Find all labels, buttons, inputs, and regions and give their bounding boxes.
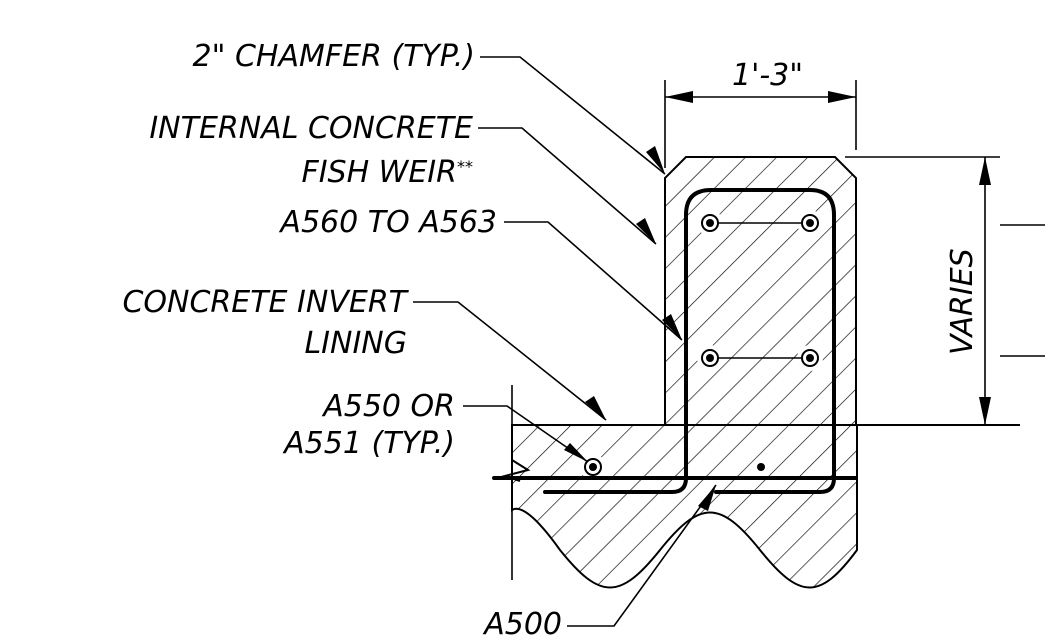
leader-lines [413, 56, 717, 627]
leader-arrowheads [564, 146, 716, 511]
rebar-stirrup [684, 188, 836, 494]
rebar-dowels [584, 214, 819, 476]
weir-label-text: FISH WEIR [301, 155, 457, 190]
weir-label-line2: FISH WEIR** [301, 155, 473, 190]
bars-invert-label-line1: A550 OR [321, 389, 455, 424]
bar-bottom-label: A500 [482, 607, 562, 636]
height-dimension-text: VARIES [945, 248, 980, 355]
weir-label-line1: INTERNAL CONCRETE [149, 111, 473, 146]
width-dimension-text: 1'-3" [732, 58, 803, 93]
chamfer-label: 2" CHAMFER (TYP.) [193, 39, 475, 74]
weir-label-mark: ** [457, 157, 473, 176]
invert-label-line2: LINING [304, 326, 407, 361]
invert-label-line1: CONCRETE INVERT [122, 285, 409, 320]
bars-weir-label: A560 TO A563 [278, 205, 497, 240]
width-dimension: 1'-3" [664, 58, 857, 168]
height-dimension: VARIES [845, 156, 1045, 425]
bars-invert-label-line2: A551 (TYP.) [282, 426, 455, 461]
